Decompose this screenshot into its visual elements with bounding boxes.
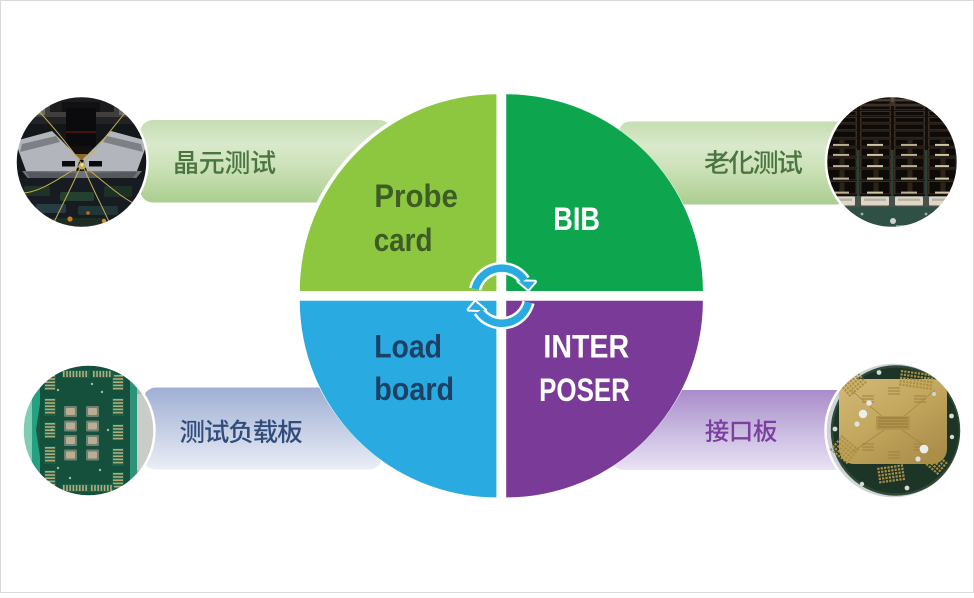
svg-text:BIB: BIB [553,201,600,237]
svg-text:INTER: INTER [543,328,629,364]
svg-text:Probe: Probe [374,178,458,214]
svg-text:Load: Load [374,328,442,364]
svg-text:card: card [374,222,433,258]
svg-text:board: board [374,371,454,407]
svg-text:POSER: POSER [539,372,630,408]
